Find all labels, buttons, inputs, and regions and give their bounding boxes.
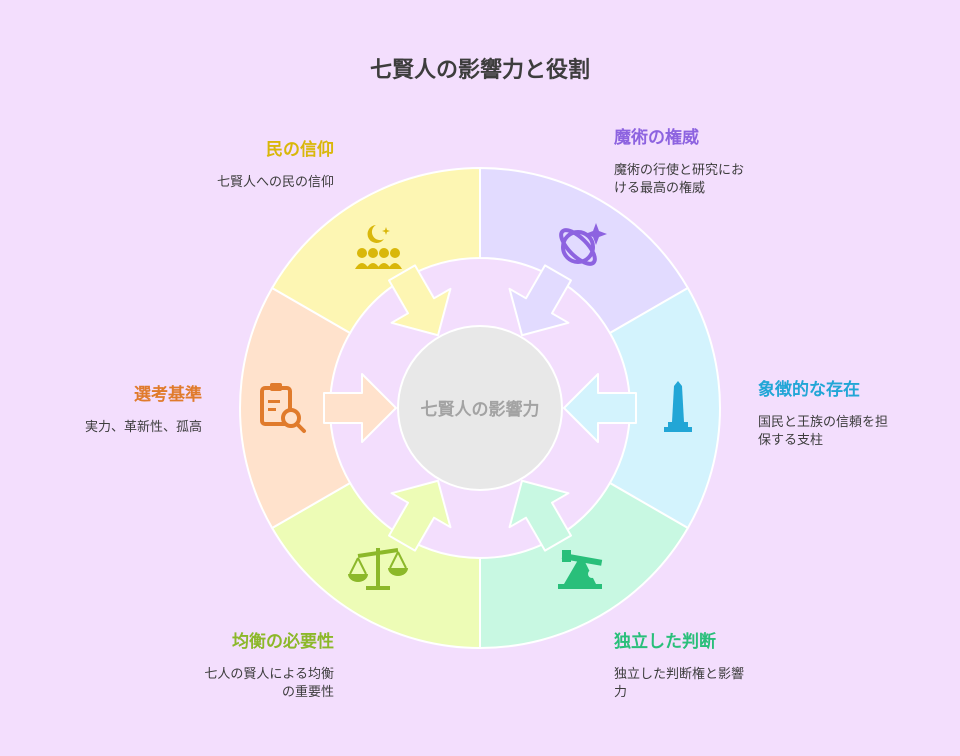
inward-arrow [508, 264, 572, 337]
segment-desc: 七人の賢人による均衡の重要性 [204, 667, 334, 700]
label-symbolic-presence: 象徴的な存在 国民と王族の信頼を担保する支柱 [758, 375, 928, 450]
label-public-faith: 民の信仰 七賢人への民の信仰 [34, 135, 334, 192]
label-independent-judgment: 独立した判断 独立した判断権と影響力 [614, 627, 914, 702]
segment-heading: 独立した判断 [614, 632, 716, 652]
orbit-sparkle-icon [559, 223, 607, 266]
center-label: 七賢人の影響力 [421, 399, 540, 420]
segment-desc: 七賢人への民の信仰 [216, 175, 334, 190]
segment-heading: 民の信仰 [266, 140, 334, 160]
crescent-people-icon [355, 225, 402, 269]
segment-heading: 選考基準 [134, 385, 202, 405]
segment-heading: 均衡の必要性 [232, 632, 334, 652]
segment-desc: 国民と王族の信頼を担保する支柱 [758, 415, 889, 448]
segment-heading: 魔術の権威 [614, 128, 699, 148]
segment-desc: 実力、革新性、孤高 [84, 420, 202, 435]
segment-heading: 象徴的な存在 [758, 380, 860, 400]
segment-desc: 魔術の行使と研究における最高の権威 [614, 163, 745, 196]
scales-icon [348, 548, 408, 590]
oil-pump-icon [558, 550, 603, 589]
monument-icon [664, 381, 692, 432]
clipboard-search-icon [260, 383, 306, 433]
inward-arrow [388, 264, 452, 337]
inward-arrow [563, 373, 637, 443]
center-circle [397, 325, 563, 491]
label-magic-authority: 魔術の権威 魔術の行使と研究における最高の権威 [614, 123, 914, 198]
segment-desc: 独立した判断権と影響力 [614, 667, 745, 700]
diagram-title: 七賢人の影響力と役割 [369, 58, 590, 83]
inward-arrow [388, 479, 452, 552]
label-selection-criteria: 選考基準 実力、革新性、孤高 [0, 380, 202, 437]
inward-arrow [323, 373, 397, 443]
inward-arrow [508, 479, 572, 552]
label-balance-necessity: 均衡の必要性 七人の賢人による均衡の重要性 [34, 627, 334, 702]
